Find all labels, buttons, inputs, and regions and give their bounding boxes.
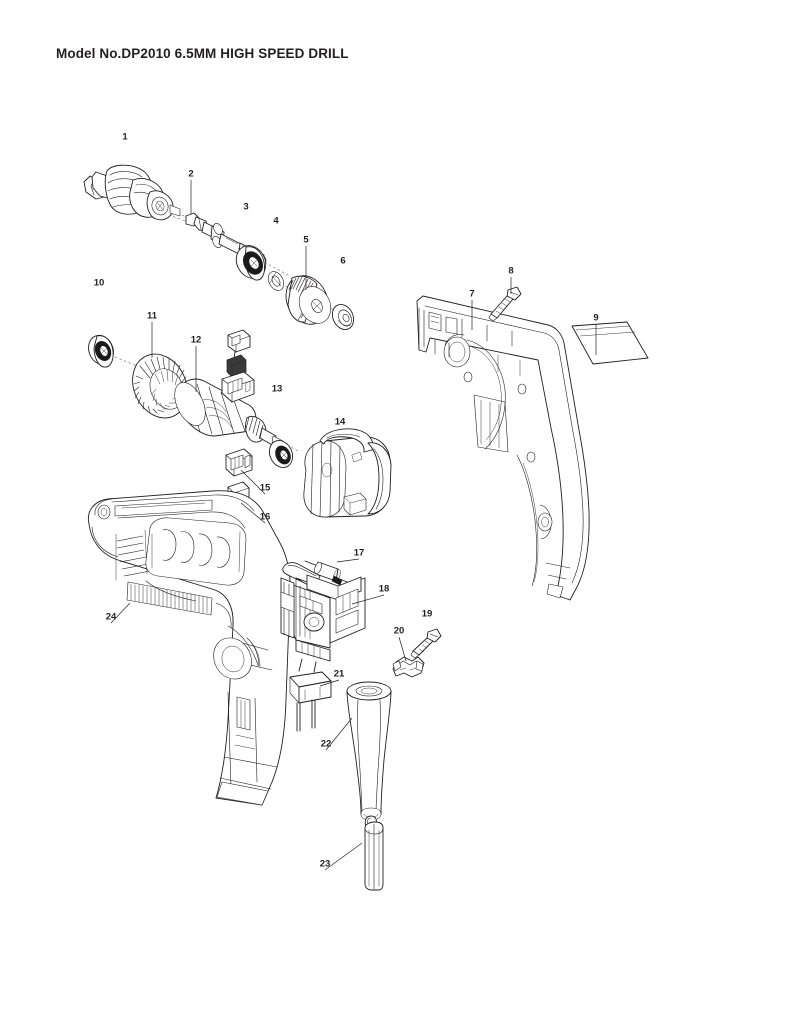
callout-number: 18 [379,584,390,595]
callout-leader-line [351,594,385,605]
callout-fan-ring: 11 [147,311,158,358]
part-ball-bearing-rear [268,440,294,468]
callout-leader-line [240,502,266,524]
part-drill-chuck [83,164,201,227]
callout-number: 15 [260,483,271,494]
callout-number: 2 [188,169,193,180]
part-ball-bearing-small [331,304,355,330]
callout-number: 7 [469,289,474,300]
callout-leader-line [325,717,353,751]
part-field-coil [303,428,392,518]
callout-number: 10 [94,278,105,289]
callout-brush-holder-cap: 15 [240,469,271,495]
callout-number: 5 [303,235,309,246]
part-housing-left-half [87,490,291,806]
callout-number: 21 [334,669,345,680]
callout-leader-line [336,558,360,563]
part-ball-bearing-upper [235,245,291,281]
callout-leader-line [398,636,407,662]
callout-number: 14 [335,417,346,428]
part-switch-assembly [280,562,366,673]
callout-leader-line [324,842,363,871]
callout-ball-bearing-upper: 3 [243,202,248,213]
callout-noise-suppressor: 17 [336,548,365,563]
page-title: Model No.DP2010 6.5MM HIGH SPEED DRILL [56,46,349,61]
callout-field-coil: 14 [335,417,346,428]
callout-name-plate: 9 [593,313,599,355]
callout-number: 6 [340,256,345,267]
callout-cord-clamp: 20 [394,626,407,662]
callout-leader-line [240,469,266,495]
part-retaining-ring [267,271,285,291]
part-tapping-screw-clamp [410,628,442,659]
part-power-supply-cord [364,815,384,891]
callout-number: 17 [354,548,365,559]
part-armature [132,353,301,453]
callout-number: 20 [394,626,405,637]
callout-number: 19 [422,609,433,620]
callout-number: 12 [191,335,202,346]
callout-number: 3 [243,202,248,213]
part-terminal-connector [289,671,332,732]
callout-cord-armor-sleeve: 22 [321,717,353,751]
callout-number: 22 [321,739,332,750]
part-noise-suppressor [304,560,353,586]
callout-retaining-ring: 4 [273,216,279,227]
callout-power-supply-cord: 23 [320,842,363,871]
callout-housing-right-half: 7 [469,289,475,330]
callout-number: 4 [273,216,279,227]
part-spindle [181,212,267,264]
callout-switch-assembly: 18 [351,584,390,605]
callout-number: 11 [147,311,158,322]
callout-ball-bearing-small: 6 [340,256,345,267]
callout-number: 8 [508,266,513,277]
part-helical-gear [285,275,351,325]
callout-leader-line [110,602,131,624]
part-name-plate [571,321,649,365]
callout-tapping-screw-housing: 8 [508,266,514,294]
part-cord-armor-sleeve [346,681,392,821]
callout-tapping-screw-clamp: 19 [422,609,433,620]
callout-spindle: 2 [188,169,194,214]
callout-ball-bearing-armature: 10 [94,278,105,289]
part-ball-bearing-armature [88,334,161,376]
part-housing-right-half [416,295,590,601]
callout-number: 23 [320,859,331,870]
callout-number: 1 [122,132,128,143]
callout-drill-chuck: 1 [122,132,128,143]
callout-number: 24 [106,612,117,623]
callout-helical-gear: 5 [303,235,309,290]
part-tapping-screw-housing [488,286,522,322]
callout-housing-left-half: 24 [106,602,131,624]
callout-number: 13 [272,384,283,395]
part-carbon-brush-holder [221,329,255,403]
callout-leader-line [319,679,340,687]
part-cord-clamp [392,656,425,678]
callout-carbon-brush: 16 [240,502,271,524]
callout-carbon-brush-holder: 13 [272,384,283,395]
callout-terminal-connector: 21 [319,669,345,687]
part-brush-holder-cap [225,448,253,477]
callout-number: 16 [260,512,271,523]
callout-number: 9 [593,313,598,324]
callout-armature: 12 [191,335,202,392]
